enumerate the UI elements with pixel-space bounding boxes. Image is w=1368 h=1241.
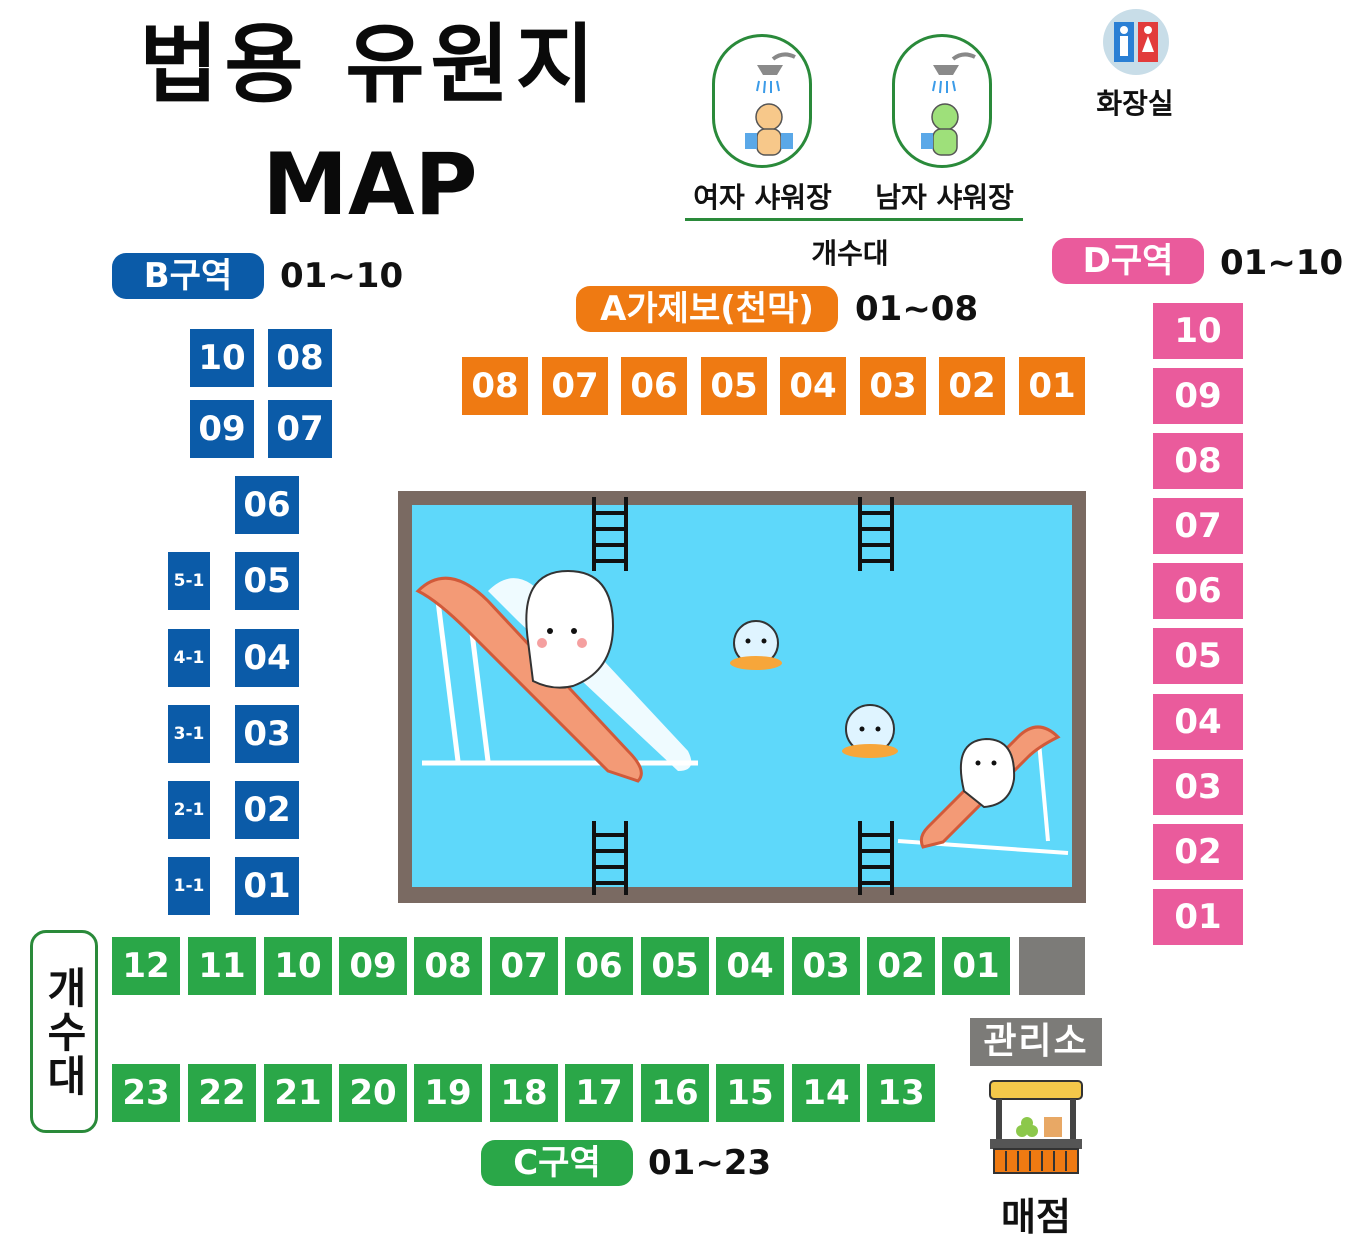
b-spot-4-1[interactable]: 4-1: [168, 629, 210, 687]
zone-a-label: A가제보(천막): [576, 286, 838, 332]
sink-top-label: 개수대: [811, 237, 889, 270]
b-spot-04[interactable]: 04: [235, 629, 299, 687]
b-spot-09[interactable]: 09: [190, 400, 254, 458]
c-spot-08[interactable]: 08: [414, 937, 482, 995]
c-spot-10[interactable]: 10: [264, 937, 332, 995]
ladder-top-right: [858, 497, 894, 571]
d-spot-01[interactable]: 01: [1153, 889, 1243, 945]
b-spot-06[interactable]: 06: [235, 476, 299, 534]
zone-c-range: 01~23: [648, 1143, 772, 1183]
c-spot-17[interactable]: 17: [565, 1064, 633, 1122]
c-spot-05[interactable]: 05: [641, 937, 709, 995]
b-spot-05[interactable]: 05: [235, 552, 299, 610]
zone-d-label: D구역: [1052, 238, 1204, 284]
b-spot-03[interactable]: 03: [235, 705, 299, 763]
c-spot-12[interactable]: 12: [112, 937, 180, 995]
b-spot-08[interactable]: 08: [268, 329, 332, 387]
map-title-line2: MAP: [262, 135, 478, 235]
zone-a-range: 01~08: [855, 289, 979, 329]
d-spot-03[interactable]: 03: [1153, 759, 1243, 815]
c-spot-19[interactable]: 19: [414, 1064, 482, 1122]
c-spot-22[interactable]: 22: [188, 1064, 256, 1122]
b-spot-01[interactable]: 01: [235, 857, 299, 915]
swimmer-1: [730, 620, 782, 670]
zone-c-label: C구역: [481, 1140, 633, 1186]
ghost-right: [959, 737, 1016, 809]
sink-side-label: 개수대: [39, 965, 89, 1098]
b-spot-10[interactable]: 10: [190, 329, 254, 387]
shower-woman-icon[interactable]: [712, 34, 812, 168]
c-spot-01[interactable]: 01: [942, 937, 1010, 995]
office-label[interactable]: 관리소: [970, 1018, 1102, 1066]
a-spot-02[interactable]: 02: [939, 357, 1005, 415]
a-spot-07[interactable]: 07: [542, 357, 608, 415]
c-spot-20[interactable]: 20: [339, 1064, 407, 1122]
a-spot-06[interactable]: 06: [621, 357, 687, 415]
a-spot-03[interactable]: 03: [860, 357, 926, 415]
zone-d-range: 01~10: [1220, 243, 1344, 283]
c-spot-02[interactable]: 02: [867, 937, 935, 995]
men-shower-label: 남자 샤워장: [875, 181, 1014, 214]
d-spot-04[interactable]: 04: [1153, 694, 1243, 750]
c-spot-14[interactable]: 14: [792, 1064, 860, 1122]
map-title-line1: 법용 유원지: [139, 15, 601, 115]
c-spot-09[interactable]: 09: [339, 937, 407, 995]
restroom-label: 화장실: [1096, 87, 1174, 120]
b-spot-3-1[interactable]: 3-1: [168, 705, 210, 763]
sink-side-box[interactable]: 개수대: [30, 930, 98, 1133]
c-spot-21[interactable]: 21: [264, 1064, 332, 1122]
restroom-icon[interactable]: [1100, 8, 1172, 82]
store-icon[interactable]: [986, 1077, 1086, 1181]
c-spot-23[interactable]: 23: [112, 1064, 180, 1122]
pool-illustration: [398, 491, 1086, 907]
ladder-top-left: [592, 497, 628, 571]
d-spot-02[interactable]: 02: [1153, 824, 1243, 880]
d-spot-10[interactable]: 10: [1153, 303, 1243, 359]
c-spot-04[interactable]: 04: [716, 937, 784, 995]
ladder-bottom-left: [592, 821, 628, 895]
d-spot-07[interactable]: 07: [1153, 498, 1243, 554]
swimmer-2: [842, 704, 898, 758]
b-spot-1-1[interactable]: 1-1: [168, 857, 210, 915]
d-spot-05[interactable]: 05: [1153, 628, 1243, 684]
a-spot-05[interactable]: 05: [701, 357, 767, 415]
a-spot-01[interactable]: 01: [1019, 357, 1085, 415]
zone-b-label: B구역: [112, 253, 264, 299]
b-spot-2-1[interactable]: 2-1: [168, 781, 210, 839]
b-spot-07[interactable]: 07: [268, 400, 332, 458]
d-spot-06[interactable]: 06: [1153, 563, 1243, 619]
women-shower-label: 여자 샤워장: [693, 181, 832, 214]
c-spot-11[interactable]: 11: [188, 937, 256, 995]
ghost-left: [525, 569, 615, 689]
b-spot-5-1[interactable]: 5-1: [168, 552, 210, 610]
sink-divider: [685, 218, 1023, 221]
a-spot-04[interactable]: 04: [780, 357, 846, 415]
gray-spot: [1019, 937, 1085, 995]
c-spot-07[interactable]: 07: [490, 937, 558, 995]
shower-man-icon[interactable]: [892, 34, 992, 168]
b-spot-02[interactable]: 02: [235, 781, 299, 839]
c-spot-13[interactable]: 13: [867, 1064, 935, 1122]
store-label: 매점: [1001, 1195, 1071, 1239]
c-spot-06[interactable]: 06: [565, 937, 633, 995]
d-spot-09[interactable]: 09: [1153, 368, 1243, 424]
d-spot-08[interactable]: 08: [1153, 433, 1243, 489]
ladder-bottom-right: [858, 821, 894, 895]
a-spot-08[interactable]: 08: [462, 357, 528, 415]
c-spot-15[interactable]: 15: [716, 1064, 784, 1122]
c-spot-18[interactable]: 18: [490, 1064, 558, 1122]
c-spot-03[interactable]: 03: [792, 937, 860, 995]
c-spot-16[interactable]: 16: [641, 1064, 709, 1122]
zone-b-range: 01~10: [280, 256, 404, 296]
